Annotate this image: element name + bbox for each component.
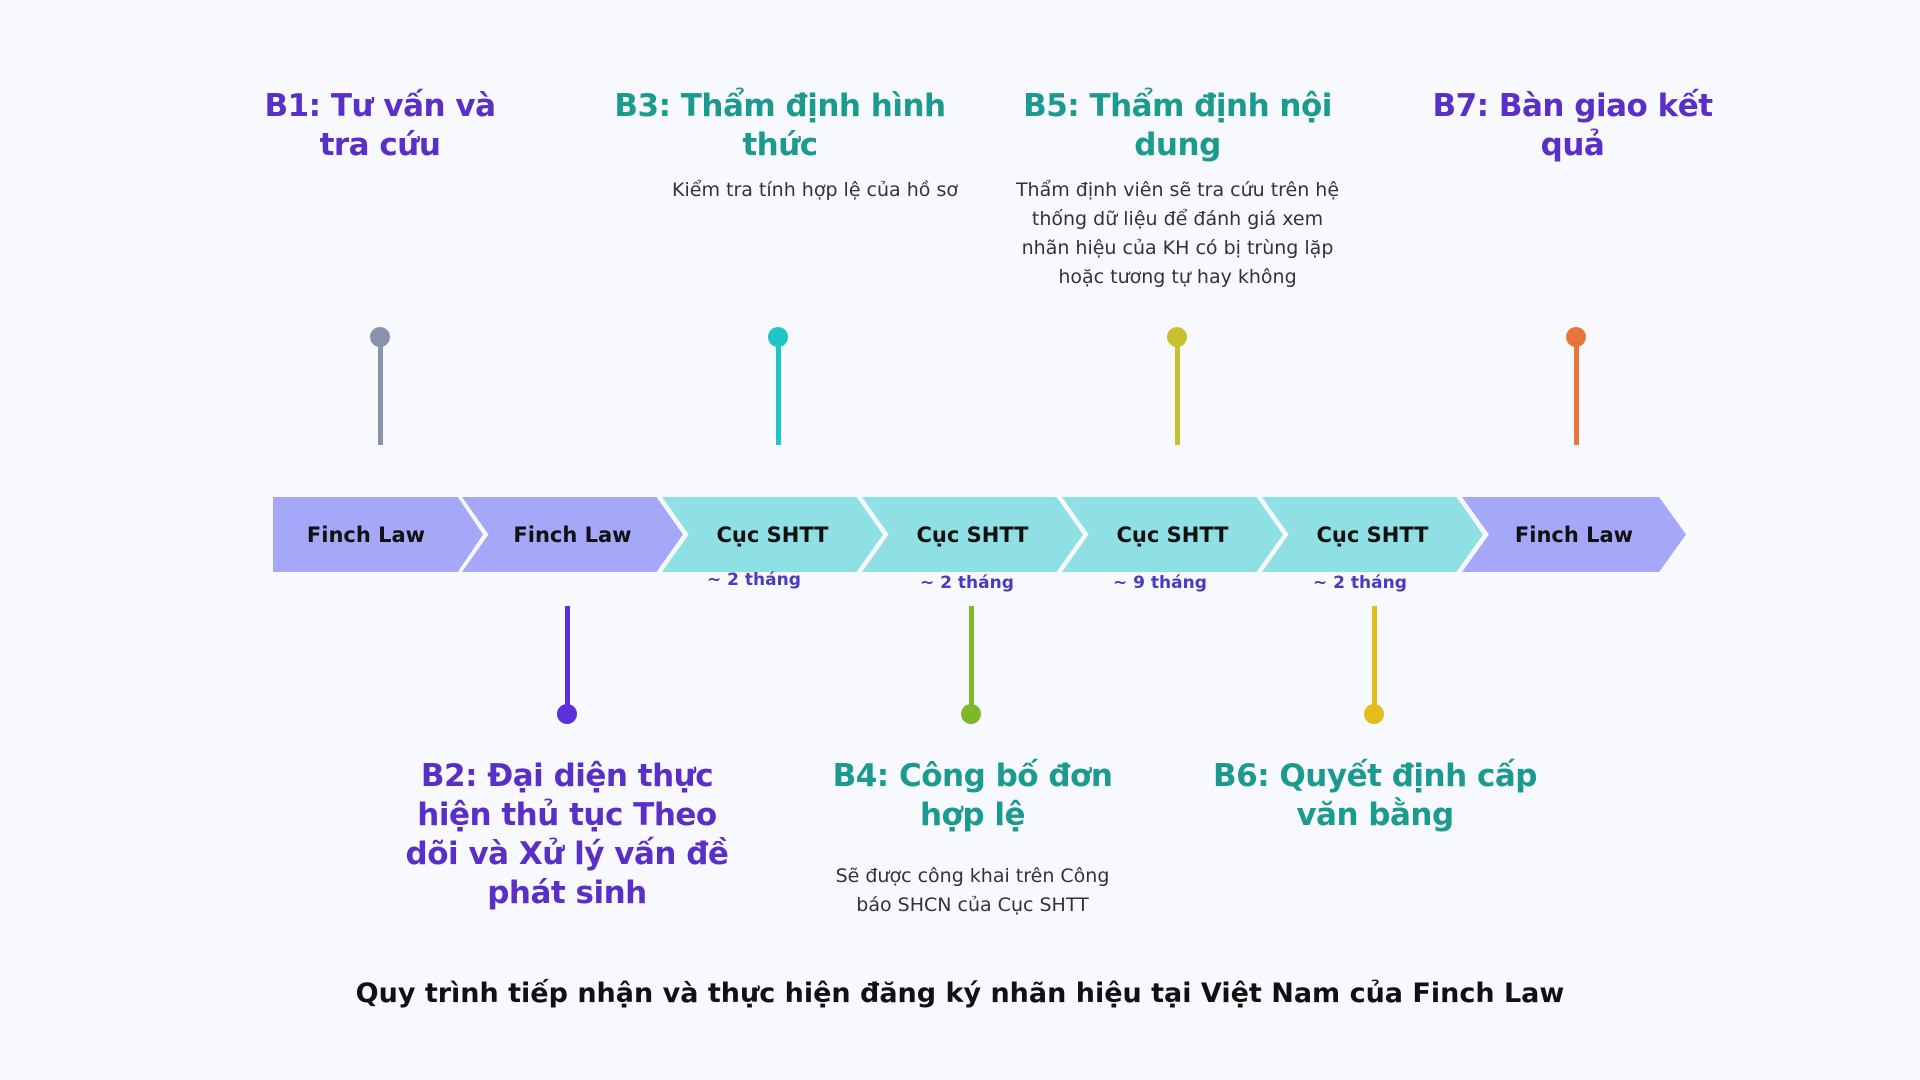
step-3-title: B3: Thẩm định hình thức [614,88,946,163]
chevron-5: Cục SHTT [1062,497,1283,572]
step-4-description: Sẽ được công khai trên Công báo SHCN của… [835,865,1110,916]
step-7-pin-stem [1574,337,1579,445]
step-4-title: B4: Công bố đơn hợp lệ [832,758,1113,833]
chevron-2: Finch Law [462,497,683,572]
step-3-pin-stem [776,337,781,445]
step-2-title: B2: Đại diện thực hiện thủ tục Theo dõi … [405,758,729,911]
step-6-pin-dot [1364,704,1384,724]
chevron-4: Cục SHTT [862,497,1083,572]
chevron-6-duration: ~ 2 tháng [1313,573,1407,593]
step-5-title: B5: Thẩm định nội dung [1023,88,1332,163]
step-4-pin-dot [961,704,981,724]
step-5-description: Thẩm định viên sẽ tra cứu trên hệ thống … [1015,179,1340,288]
chevron-3-label: Cục SHTT [716,522,829,547]
chevron-5-duration: ~ 9 tháng [1113,573,1207,593]
chevron-1-label: Finch Law [306,522,426,547]
step-6-title: B6: Quyết định cấp văn bằng [1213,758,1537,833]
chevron-6-label: Cục SHTT [1316,522,1429,547]
step-4-pin-stem [969,606,974,714]
chevron-4-duration: ~ 2 tháng [920,573,1014,593]
diagram-caption: Quy trình tiếp nhận và thực hiện đăng ký… [355,978,1565,1009]
chevron-1: Finch Law [273,497,483,572]
chevron-3-duration: ~ 2 tháng [707,570,801,590]
chevron-4-label: Cục SHTT [916,522,1029,547]
chevron-2-label: Finch Law [513,522,632,547]
chevron-3: Cục SHTT [662,497,883,572]
step-1-pin-stem [378,337,383,445]
step-6-pin-stem [1372,606,1377,714]
step-2-pin-stem [565,606,570,714]
step-3-description: Kiểm tra tính hợp lệ của hồ sơ [672,179,958,201]
step-1-title: B1: Tư vấn và tra cứu [264,88,496,163]
chevron-7: Finch Law [1462,497,1686,572]
step-7-title: B7: Bàn giao kết quả [1432,88,1713,163]
step-5-pin-stem [1175,337,1180,445]
chevron-6: Cục SHTT [1262,497,1483,572]
chevron-7-label: Finch Law [1514,522,1634,547]
chevron-5-label: Cục SHTT [1116,522,1229,547]
step-2-pin-dot [557,704,577,724]
